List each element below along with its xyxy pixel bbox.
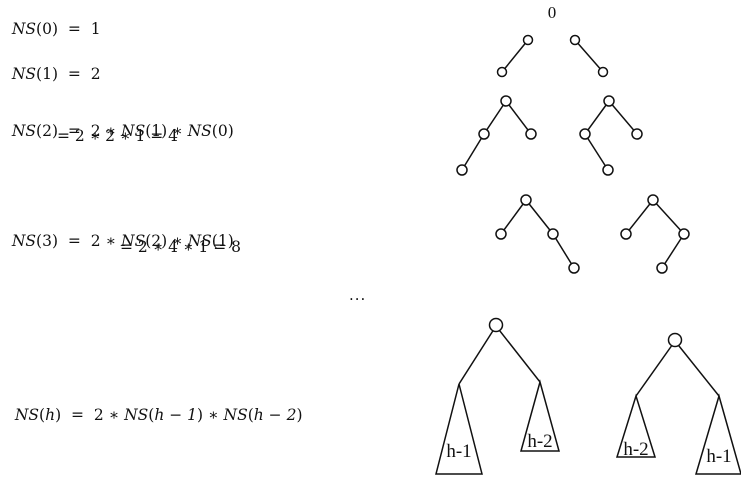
tree-h1-right: [569, 34, 609, 78]
tree-h1-left: [496, 34, 534, 78]
subtree-triangle: [615, 393, 657, 458]
fn-arg: 2: [42, 122, 52, 140]
fn-name: NS: [187, 122, 212, 140]
fn-name: NS: [11, 122, 37, 140]
tree-h-left: h-1 h-2: [435, 317, 560, 475]
tree-h-right: h-2 h-1: [615, 332, 741, 475]
fn-name: NS: [124, 406, 149, 424]
ellipsis: ...: [349, 286, 367, 304]
coef: 2 ∗: [90, 122, 121, 140]
edge: [608, 100, 638, 135]
tree-h3-left: [495, 194, 580, 274]
subtree-label: h-1: [446, 441, 471, 462]
tree-node: [667, 332, 683, 348]
tree-h3-right: [620, 194, 690, 274]
tree-node: [522, 34, 534, 46]
edge: [584, 133, 609, 171]
coef: 2 ∗: [90, 232, 121, 250]
tree-h2-right: [579, 95, 643, 176]
tree-h0: 0: [548, 3, 557, 22]
subtree-triangle: [520, 379, 560, 452]
edge: [674, 340, 720, 397]
equation-ns3: NS(3) = 2 ∗ NS(2) ∗ NS(1): [11, 232, 234, 250]
fn-arg: 3: [42, 232, 52, 250]
root-zero-label: 0: [548, 3, 557, 22]
tree-h2-left: [456, 95, 537, 176]
tree-node: [602, 164, 614, 176]
operator: ∗: [167, 232, 188, 250]
fn-name: NS: [187, 232, 212, 250]
edge: [625, 199, 654, 235]
tree-node: [569, 34, 581, 46]
fn-name: NS: [11, 65, 37, 83]
fn-arg: 1: [42, 65, 52, 83]
equation-ns3-eval: = 2 ∗ 4 ∗ 1 = 8: [120, 238, 241, 256]
edge: [635, 340, 676, 397]
tree-node: [568, 262, 580, 274]
fn-name: NS: [121, 122, 146, 140]
fn-name: NS: [223, 406, 248, 424]
subtree-label: h-1: [706, 446, 731, 467]
tree-node: [525, 128, 537, 140]
fn-arg: h − 2: [253, 406, 297, 424]
tree-node: [488, 317, 504, 333]
tree-node: [495, 228, 507, 240]
edge: [552, 233, 575, 269]
tree-node: [547, 228, 559, 240]
edge: [525, 199, 554, 235]
fn-name: NS: [11, 232, 37, 250]
tree-node: [656, 262, 668, 274]
subtree-label: h-2: [527, 431, 552, 452]
fn-name: NS: [121, 232, 146, 250]
edge: [500, 199, 527, 235]
subtree-triangle: [435, 383, 483, 475]
fn-name: NS: [14, 406, 40, 424]
edge: [584, 100, 610, 135]
tree-node: [597, 66, 609, 78]
tree-node: [496, 66, 508, 78]
fn-arg: 1: [217, 232, 228, 250]
coef: 2 ∗: [93, 406, 125, 424]
subtree-label: h-2: [623, 439, 648, 460]
tree-node: [579, 128, 591, 140]
edge: [461, 133, 485, 171]
edge: [483, 100, 507, 135]
tree-node: [478, 128, 490, 140]
tree-node: [456, 164, 468, 176]
fn-arg: h − 1: [154, 406, 198, 424]
equation-ns1: NS(1) = 2: [11, 65, 101, 83]
edge: [574, 39, 604, 73]
edge: [505, 100, 532, 135]
fn-arg: 1: [151, 122, 162, 140]
tree-node: [520, 194, 532, 206]
value: 2: [90, 65, 101, 83]
edge: [652, 199, 685, 235]
equation-ns0: NS(0) = 1: [11, 20, 101, 38]
equation-ns2-eval: = 2 ∗ 2 ∗ 1 = 4: [57, 127, 178, 145]
operator: ∗: [167, 122, 188, 140]
edge: [495, 325, 541, 383]
edge: [501, 39, 529, 73]
edge: [661, 233, 685, 269]
value: 1: [90, 20, 101, 38]
fn-name: NS: [11, 20, 37, 38]
fn-arg: 2: [151, 232, 162, 250]
equation-nsh: NS(h) = 2 ∗ NS(h − 1) ∗ NS(h − 2): [14, 406, 303, 424]
tree-node: [678, 228, 690, 240]
edge: [458, 325, 497, 385]
tree-node: [631, 128, 643, 140]
tree-node: [500, 95, 512, 107]
subtree-triangle: [694, 393, 741, 475]
tree-node: [647, 194, 659, 206]
operator: ∗: [203, 406, 224, 424]
fn-arg: 0: [217, 122, 228, 140]
fn-arg: 0: [42, 20, 52, 38]
equation-ns2: NS(2) = 2 ∗ NS(1) ∗ NS(0): [11, 122, 234, 140]
tree-node: [603, 95, 615, 107]
tree-node: [620, 228, 632, 240]
fn-arg: h: [45, 406, 56, 424]
